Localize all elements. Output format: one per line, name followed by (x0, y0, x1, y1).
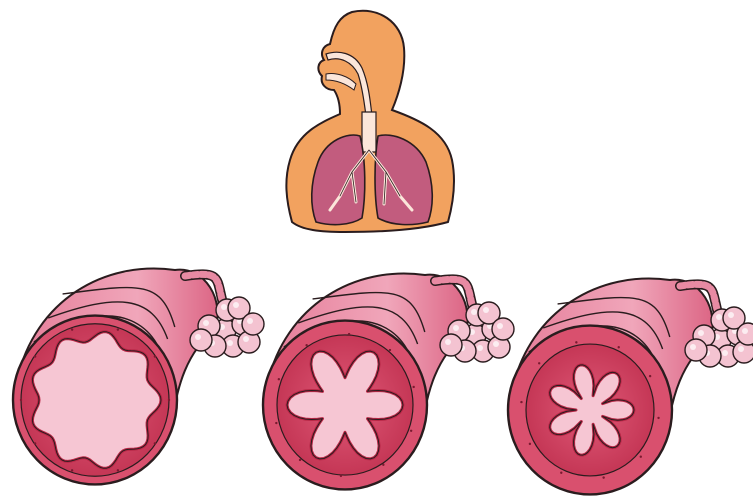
wall-speckle (168, 399, 170, 401)
alveolus-highlight (453, 325, 459, 331)
wall-speckle (34, 355, 36, 357)
wall-speckle (560, 472, 562, 474)
alveolus-highlight (477, 345, 483, 351)
alveolus-highlight (471, 309, 477, 315)
alveolus (190, 329, 212, 351)
wall-speckle (640, 455, 642, 457)
wall-speckle (117, 469, 119, 471)
wall-speckle (117, 328, 119, 330)
wall-speckle (410, 430, 412, 432)
wall-speckle (154, 355, 156, 357)
wall-speckle (412, 386, 414, 388)
alveolus-highlight (221, 304, 227, 310)
alveolus-highlight (728, 312, 734, 318)
wall-speckle (618, 346, 620, 348)
alveolus (242, 313, 264, 335)
alveolus-highlight (738, 346, 744, 352)
wall-speckle (575, 341, 577, 343)
alveolus (685, 339, 707, 361)
wall-speckle (34, 442, 36, 444)
alveolus-highlight (493, 341, 499, 347)
wall-speckle (602, 476, 604, 478)
alveolus-highlight (742, 328, 748, 334)
wall-speckle (657, 417, 659, 419)
wall-speckle (520, 401, 522, 403)
alveolus-highlight (698, 330, 704, 336)
wall-speckle (278, 378, 280, 380)
alveolus-highlight (483, 307, 489, 313)
alveolus-highlight (690, 344, 696, 350)
wall-speckle (71, 328, 73, 330)
alveolus (440, 334, 462, 356)
wall-speckle (299, 459, 301, 461)
airway-normal-airway (13, 268, 264, 484)
alveolus-highlight (195, 334, 201, 340)
wall-speckle (389, 349, 391, 351)
airway-constricted-airway (508, 278, 753, 494)
wall-speckle (348, 333, 350, 335)
alveolus-highlight (227, 340, 233, 346)
alveolus-highlight (203, 320, 209, 326)
wall-speckle (154, 442, 156, 444)
torso-figure (286, 11, 454, 232)
wall-speckle (305, 344, 307, 346)
trachea (362, 112, 376, 152)
wall-speckle (340, 475, 342, 477)
alveolus-highlight (716, 314, 722, 320)
wall-speckle (20, 399, 22, 401)
alveolus-highlight (497, 323, 503, 329)
alveolus-highlight (722, 350, 728, 356)
wall-speckle (529, 443, 531, 445)
alveolus-highlight (233, 302, 239, 308)
alveolus-highlight (243, 336, 249, 342)
wall-speckle (538, 362, 540, 364)
wall-speckle (382, 464, 384, 466)
alveolus-highlight (445, 339, 451, 345)
airway-inflamed-airway (263, 273, 514, 489)
airway-cross-sections (13, 268, 753, 494)
wall-speckle (71, 469, 73, 471)
wall-speckle (275, 422, 277, 424)
wall-speckle (649, 375, 651, 377)
alveolus (492, 318, 514, 340)
alveolus-highlight (247, 318, 253, 324)
